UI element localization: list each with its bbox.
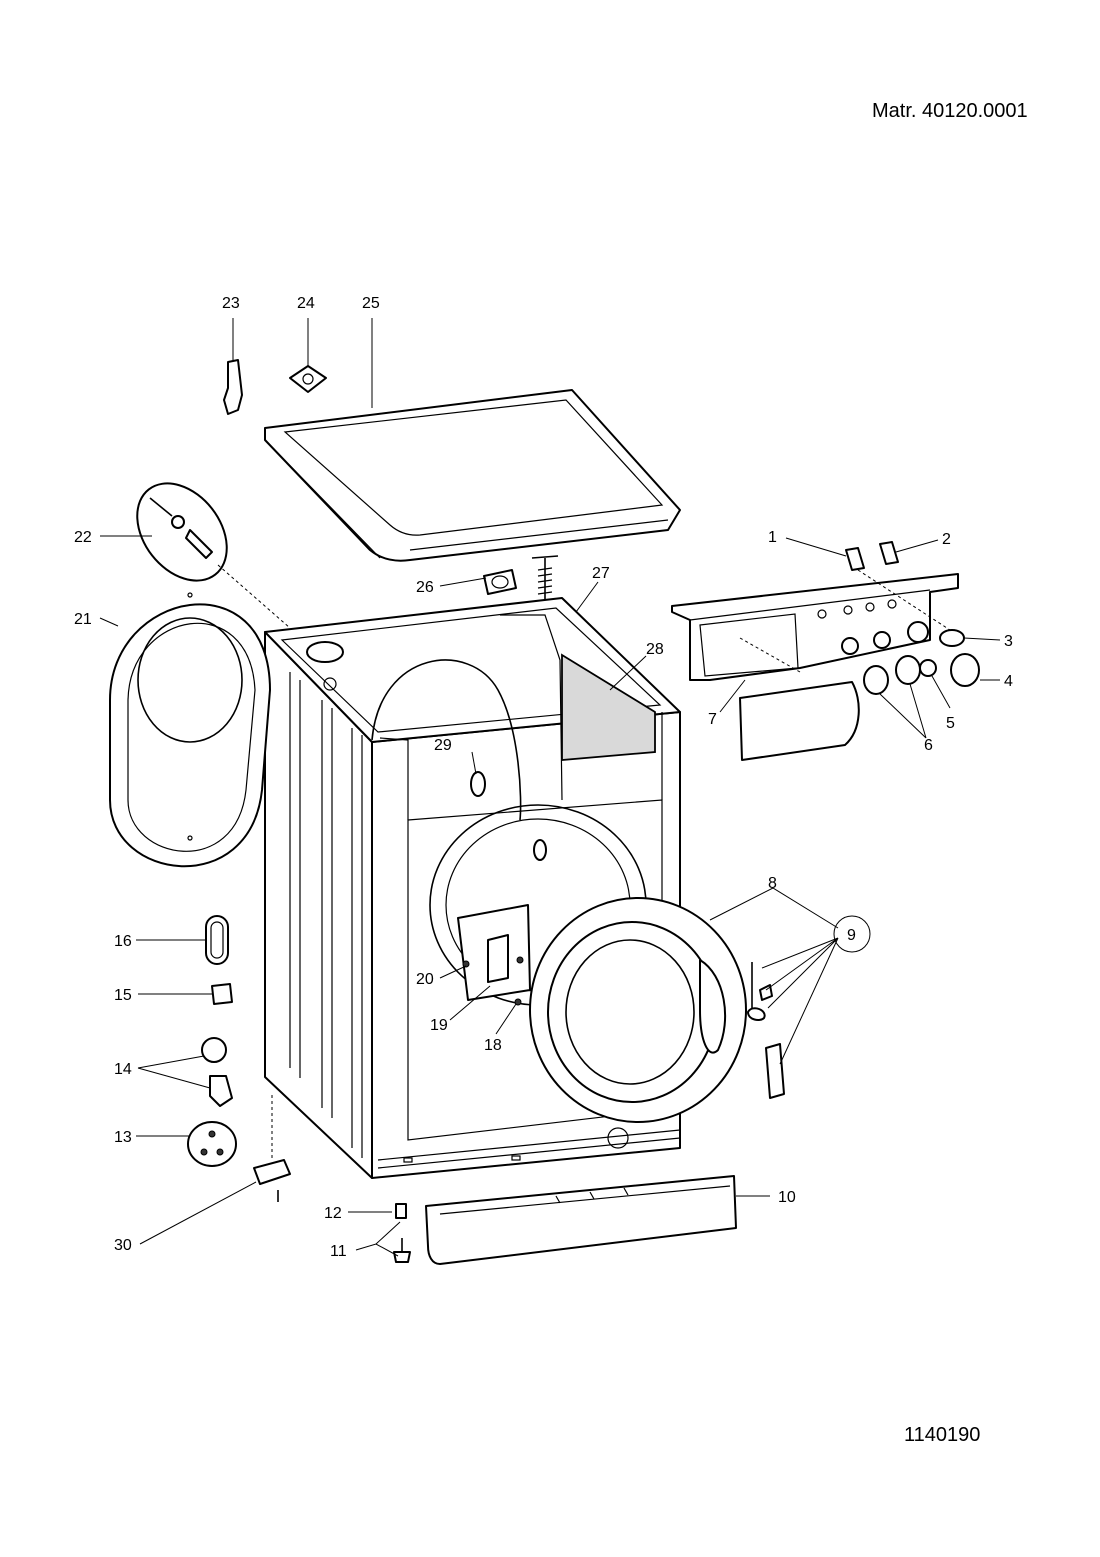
part-5-knob (919, 659, 937, 677)
label-30: 30 (114, 1237, 132, 1254)
part-30-bracket (253, 1159, 291, 1185)
label-18: 18 (484, 1037, 502, 1054)
part-16-oval (205, 915, 229, 965)
part-13-disc (187, 1121, 237, 1167)
part-25-top-lid (264, 389, 681, 562)
part-26-clamp (483, 569, 517, 595)
part-6-knob-a (863, 665, 889, 695)
label-13: 13 (114, 1129, 132, 1146)
part-22-shock-absorber (136, 482, 228, 582)
part-28-panel (561, 653, 656, 761)
label-9: 9 (847, 927, 856, 944)
label-20: 20 (416, 971, 434, 988)
part-9-handle (765, 1043, 785, 1099)
label-16: 16 (114, 933, 132, 950)
label-10: 10 (778, 1189, 796, 1206)
label-4: 4 (1004, 673, 1013, 690)
part-3-knob (939, 629, 965, 647)
label-1: 1 (768, 529, 777, 546)
part-15-cap (211, 983, 233, 1005)
label-5: 5 (946, 715, 955, 732)
part-2-pin (879, 541, 899, 565)
part-23-hook (223, 359, 243, 415)
part-7-drawer (739, 681, 860, 761)
part-6-knob-b (895, 655, 921, 685)
label-11: 11 (330, 1243, 347, 1260)
part-1-pin (845, 547, 865, 571)
part-7-control-panel (671, 569, 959, 681)
label-15: 15 (114, 987, 132, 1004)
label-14: 14 (114, 1061, 132, 1078)
label-23: 23 (222, 295, 240, 312)
part-11-foot (393, 1251, 411, 1263)
part-29-vent (470, 771, 486, 797)
label-6: 6 (924, 737, 933, 754)
label-28: 28 (646, 641, 664, 658)
part-labels: 1 2 3 4 5 6 7 8 9 10 11 12 13 14 15 16 1… (74, 295, 1013, 1260)
part-14-ring (201, 1037, 227, 1063)
label-19: 19 (430, 1017, 448, 1034)
label-3: 3 (1004, 633, 1013, 650)
label-8: 8 (768, 875, 777, 892)
label-24: 24 (297, 295, 315, 312)
leader-lines (99, 318, 1001, 1257)
label-21: 21 (74, 611, 92, 628)
label-25: 25 (362, 295, 380, 312)
part-8-door (529, 897, 747, 1123)
part-4-knob (950, 653, 980, 687)
part-10-kickplate (425, 1175, 737, 1265)
label-26: 26 (416, 579, 434, 596)
label-22: 22 (74, 529, 92, 546)
part-12-screw (395, 1203, 407, 1219)
label-27: 27 (592, 565, 610, 582)
label-12: 12 (324, 1205, 342, 1222)
document-number: 1140190 (904, 1424, 981, 1446)
label-29: 29 (434, 737, 452, 754)
material-number: Matr. 40120.0001 (872, 100, 1028, 122)
label-7: 7 (708, 711, 717, 728)
label-2: 2 (942, 531, 951, 548)
part-21-rear-cover (109, 592, 271, 868)
label-9-circle (833, 915, 871, 953)
part-24-bracket (289, 365, 327, 393)
